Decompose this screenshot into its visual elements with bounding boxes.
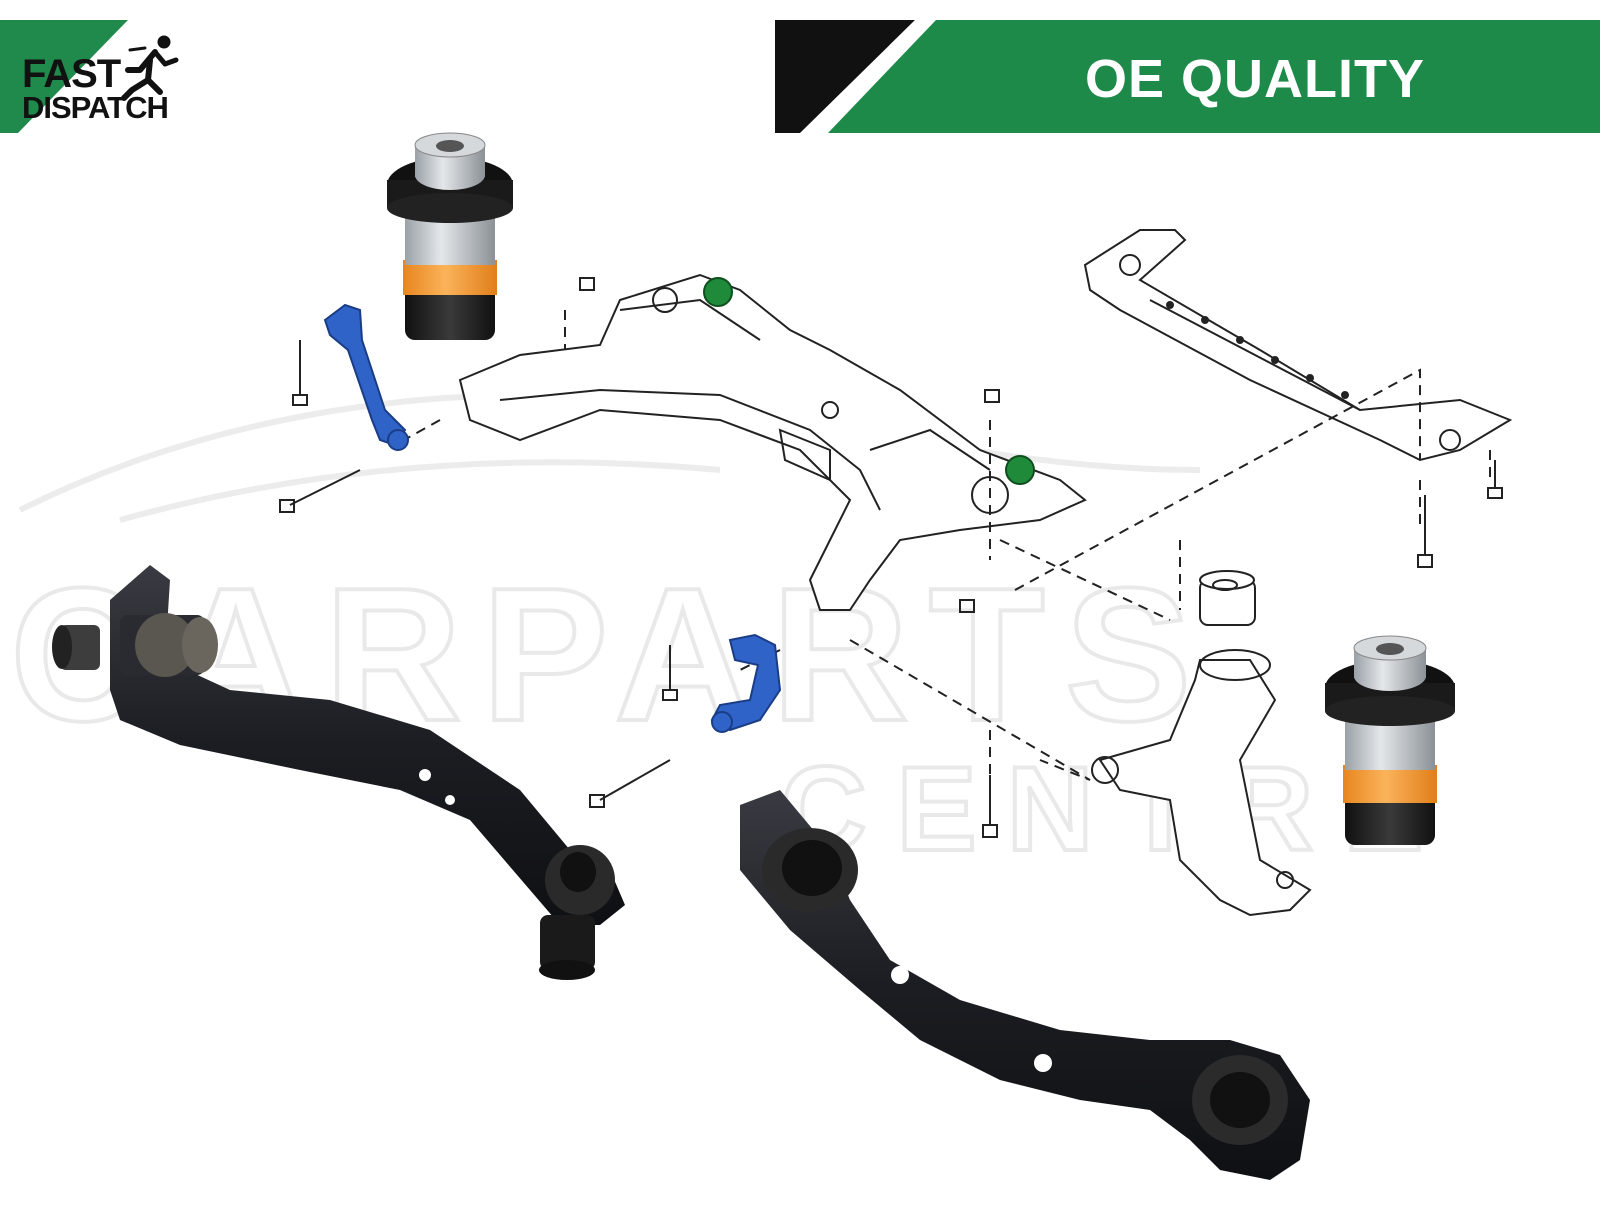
badge-green-corner <box>0 20 128 133</box>
top-banner <box>0 20 1600 133</box>
diagram-bush-green <box>703 277 1035 485</box>
control-arm-left <box>52 565 625 980</box>
running-man-icon <box>121 35 179 101</box>
badge-line2: DISPATCH <box>22 90 169 125</box>
banner-black-stripe <box>775 20 915 133</box>
oe-quality-label: OE QUALITY <box>1084 49 1425 109</box>
control-arm-right <box>740 790 1310 1180</box>
badge-line1: FAST <box>22 52 121 96</box>
bushing-top <box>387 132 513 340</box>
diagram-link-lower <box>710 633 782 733</box>
banner-green-block <box>828 20 1600 133</box>
bushing-right <box>1325 635 1455 845</box>
diagram-link-upper <box>323 303 409 451</box>
subframe-diagram <box>279 229 1513 917</box>
